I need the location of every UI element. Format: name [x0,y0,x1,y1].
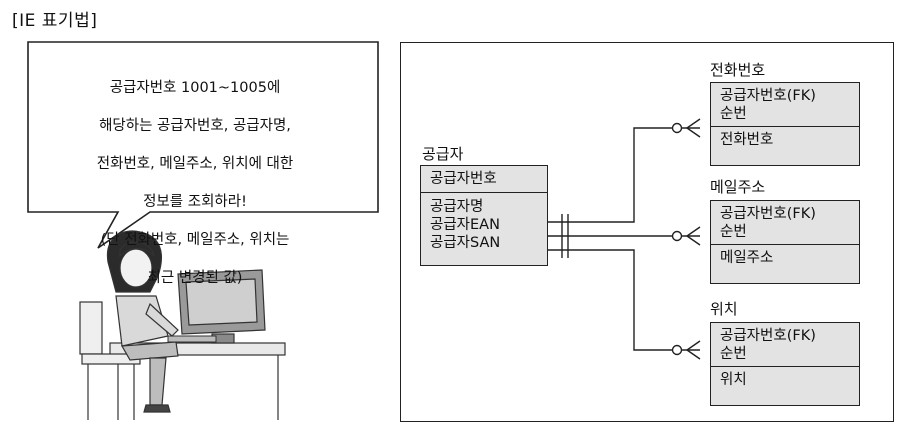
entity-attributes: 메일주소 [711,244,859,267]
crows-foot-location [671,340,701,360]
entity-keys: 공급자번호(FK) 순번 [711,201,859,244]
entity-key: 순번 [720,106,747,122]
erd-frame [400,42,894,422]
crows-foot-email [671,226,701,246]
crows-foot-phone [671,118,701,138]
entity-attribute: 메일주소 [720,250,774,266]
entity-key: 공급자번호(FK) [720,88,816,104]
entity-key: 순번 [720,224,747,240]
entity-attribute: 위치 [720,372,747,388]
entity-attribute: 공급자SAN [430,235,501,251]
entity-phone: 공급자번호(FK) 순번 전화번호 [710,82,860,166]
callout-line: 해당하는 공급자번호, 공급자명, [99,118,291,134]
callout-line: 공급자번호 1001~1005에 [109,80,281,96]
entity-attributes: 공급자명 공급자EAN 공급자SAN [421,192,547,252]
callout-line: 정보를 조회하라! [143,194,247,210]
speech-bubble [27,41,379,249]
computer-monitor [177,269,266,344]
entity-keys: 공급자번호(FK) 순번 [711,83,859,126]
entity-location: 공급자번호(FK) 순번 위치 [710,322,860,406]
entity-attribute: 공급자EAN [430,217,500,233]
keyboard [167,335,217,343]
diagram-heading: [IE 표기법] [12,11,98,31]
entity-title-supplier: 공급자 [422,145,464,163]
entity-attributes: 전화번호 [711,126,859,149]
entity-key: 순번 [720,346,747,362]
entity-attribute: 전화번호 [720,132,774,148]
entity-title-email: 메일주소 [710,178,766,196]
entity-key: 공급자번호(FK) [720,328,816,344]
entity-attribute: 공급자명 [430,199,484,215]
entity-key: 공급자번호(FK) [720,206,816,222]
entity-keys: 공급자번호(FK) 순번 [711,323,859,366]
entity-supplier: 공급자번호 공급자명 공급자EAN 공급자SAN [420,165,548,266]
person-at-computer [106,230,179,413]
entity-key: 공급자번호 [430,171,497,187]
callout-text: 공급자번호 1001~1005에 해당하는 공급자번호, 공급자명, 전화번호,… [30,60,360,307]
entity-title-phone: 전화번호 [710,61,766,79]
entity-title-location: 위치 [710,300,738,318]
entity-attributes: 위치 [711,366,859,389]
callout-line: 최근 변경된 값) [147,270,243,286]
entity-email: 공급자번호(FK) 순번 메일주소 [710,200,860,284]
callout-line: (단 전화번호, 메일주소, 위치는 [100,232,290,248]
callout-line: 전화번호, 메일주소, 위치에 대한 [96,156,294,172]
